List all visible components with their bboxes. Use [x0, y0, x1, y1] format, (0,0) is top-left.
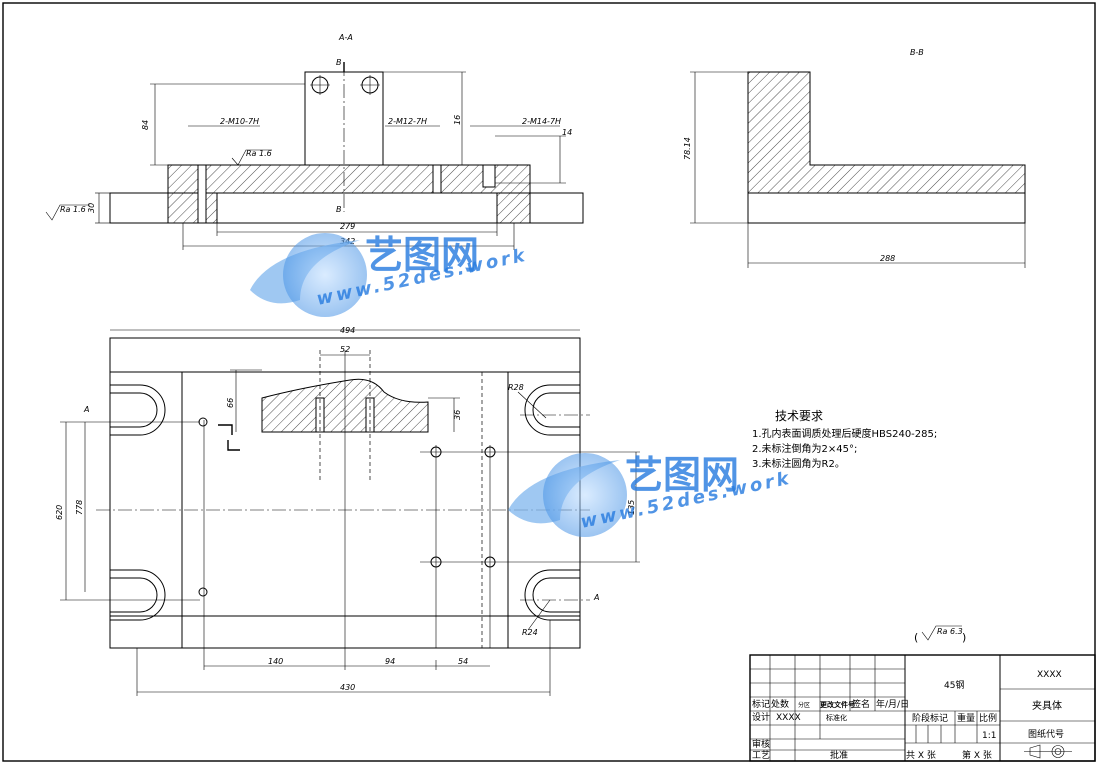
dim-36: 36 [453, 410, 462, 420]
dim-494: 494 [340, 326, 355, 335]
tb-jieduan: 阶段标记 [912, 712, 948, 724]
tb-bili: 比例 [979, 712, 997, 724]
tb-zhongliang: 重量 [957, 712, 975, 724]
tb-genggai: 更改文件号 [820, 700, 855, 709]
radius-28: R28 [508, 383, 524, 392]
dim-620: 620 [55, 505, 64, 520]
tb-shenhe: 审核 [752, 738, 770, 750]
tb-sheji: 设计 [752, 711, 770, 723]
tb-total-sheets: 共 X 张 [906, 750, 936, 761]
seg-54: 54 [458, 657, 468, 666]
dim-288: 288 [880, 254, 895, 263]
dim-30: 30 [87, 203, 96, 213]
surface-finish-symbol: ( Ra 6.3 ) [914, 625, 966, 644]
surface-finish: Ra 6.3 [937, 627, 963, 636]
globe-logo-icon-2 [543, 453, 627, 537]
roughness-2: Ra 1.6 [60, 205, 86, 214]
cut-label-a2: A [593, 593, 599, 602]
watermark-brand-1: 艺图网 [365, 233, 479, 277]
tb-qianming: 签名 [852, 698, 870, 710]
dim-78: 78.14 [683, 137, 692, 160]
svg-text:(: ( [914, 631, 918, 644]
tb-biaozhunhua: 标准化 [826, 713, 847, 722]
roughness-1: Ra 1.6 [246, 149, 272, 158]
seg-94: 94 [385, 657, 395, 666]
title-block: 标记 处数 分区 更改文件号 签名 年/月/日 设计 XXXX 标准化 审核 工… [749, 654, 1096, 762]
tech-item-2: 2.未标注倒角为2×45°; [752, 442, 857, 455]
plan-view: A A 494 52 66 36 R28 R24 620 778 135 140… [55, 326, 640, 696]
radius-24: R24 [522, 628, 538, 637]
seg-140: 140 [268, 657, 283, 666]
tech-title: 技术要求 [775, 409, 823, 423]
tb-gongyi: 工艺 [752, 750, 770, 761]
tech-item-1: 1.孔内表面调质处理后硬度HBS240-285; [752, 427, 937, 440]
tb-material: 45钢 [944, 679, 964, 691]
tb-chushu: 处数 [771, 698, 789, 710]
dim-84: 84 [141, 120, 150, 130]
section-aa-label: A-A [338, 33, 353, 42]
section-bb-view: B-B 78.14 288 [683, 48, 1026, 268]
tb-biaoji: 标记 [752, 698, 770, 710]
dim-16: 16 [453, 115, 462, 125]
tb-fenqu: 分区 [798, 701, 810, 709]
projection-symbol-icon [1024, 744, 1072, 759]
thread-m14: 2-M14-7H [522, 117, 561, 126]
dim-52: 52 [340, 345, 350, 354]
tb-sheet-no: 第 X 张 [962, 749, 992, 761]
tech-item-3: 3.未标注圆角为R2。 [752, 457, 845, 470]
thread-m10: 2-M10-7H [220, 117, 259, 126]
dim-778: 778 [75, 500, 84, 515]
watermark-1: 艺图网 www.52des.work [250, 233, 529, 317]
cut-label-a1: A [83, 405, 89, 414]
dim-135: 135 [627, 500, 636, 515]
thread-m12: 2-M12-7H [388, 117, 427, 126]
dim-430: 430 [340, 683, 355, 692]
tech-requirements: 技术要求 1.孔内表面调质处理后硬度HBS240-285; 2.未标注倒角为2×… [752, 409, 937, 470]
watermark-brand-2: 艺图网 [625, 453, 739, 497]
tb-company: XXXX [1037, 670, 1062, 680]
svg-text:): ) [962, 631, 966, 644]
tb-designer: XXXX [776, 713, 801, 723]
section-bb-label: B-B [910, 48, 924, 57]
dim-279: 279 [340, 222, 355, 231]
tb-part-name: 夹具体 [1032, 699, 1062, 712]
watermark-2: 艺图网 www.52des.work [508, 453, 793, 537]
cut-label-b1: B [336, 58, 342, 67]
tb-pizhun: 批准 [830, 749, 848, 761]
tb-date: 年/月/日 [876, 698, 909, 710]
dim-14: 14 [562, 128, 572, 137]
cut-label-b2: B [336, 205, 342, 214]
tb-tuzhi: 图纸代号 [1028, 728, 1064, 740]
section-aa-view: A-A B B 84 30 2-M10-7H 2-M [45, 33, 584, 250]
tb-scale: 1:1 [982, 731, 996, 741]
dim-66: 66 [226, 398, 235, 408]
globe-logo-icon [283, 233, 367, 317]
